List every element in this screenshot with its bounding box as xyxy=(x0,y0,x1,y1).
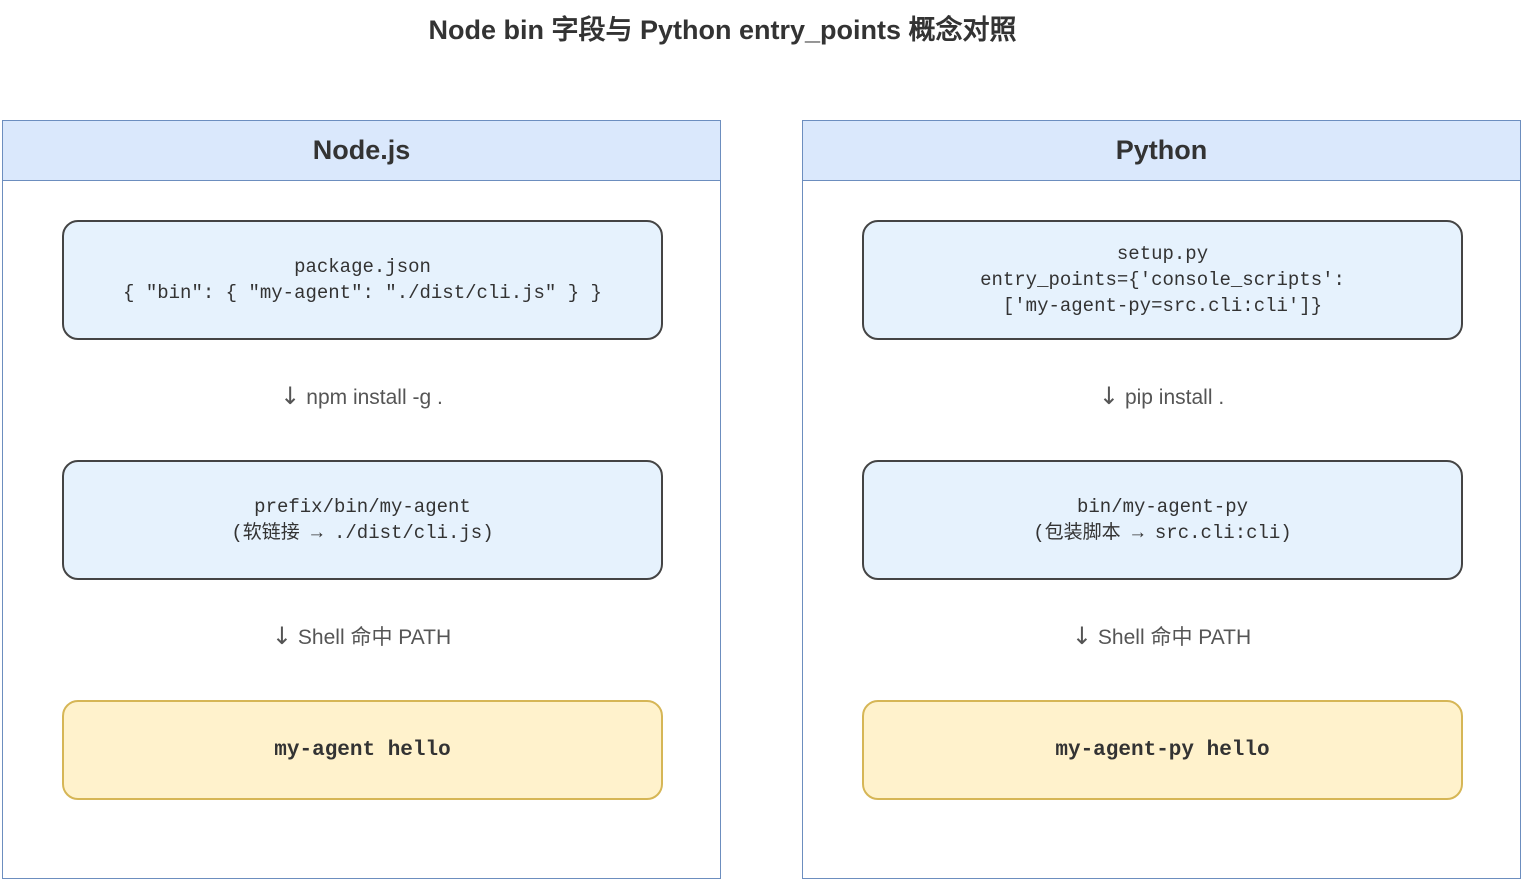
python-path-step-label: Shell 命中 PATH xyxy=(1097,626,1252,649)
python-setup-py-box: setup.py entry_points={'console_scripts'… xyxy=(862,220,1463,340)
node-command-box: my-agent hello xyxy=(62,700,663,800)
python-installed-line-1: bin/my-agent-py xyxy=(1076,496,1249,518)
python-installed-line-2: (包装脚本 → src.cli:cli) xyxy=(1033,522,1292,544)
python-path-step: ↓Shell 命中 PATH xyxy=(803,622,1520,652)
node-bin-symlink-box: prefix/bin/my-agent (软链接 → ./dist/cli.js… xyxy=(62,460,663,580)
node-panel: Node.js package.json { "bin": { "my-agen… xyxy=(2,120,721,879)
node-path-step-label: Shell 命中 PATH xyxy=(297,626,452,649)
python-config-line-2: entry_points={'console_scripts': xyxy=(980,269,1345,291)
arrow-down-icon: ↓ xyxy=(271,622,292,650)
python-panel-header: Python xyxy=(803,121,1520,181)
arrow-down-icon: ↓ xyxy=(1071,622,1092,650)
node-panel-header: Node.js xyxy=(3,121,720,181)
node-config-line-2: { "bin": { "my-agent": "./dist/cli.js" }… xyxy=(123,282,602,304)
python-install-step-label: pip install . xyxy=(1124,386,1225,409)
node-install-step-label: npm install -g . xyxy=(306,386,443,409)
node-install-step: ↓npm install -g . xyxy=(3,382,720,412)
node-path-step: ↓Shell 命中 PATH xyxy=(3,622,720,652)
python-config-line-3: ['my-agent-py=src.cli:cli']} xyxy=(1002,295,1323,317)
python-install-step: ↓pip install . xyxy=(803,382,1520,412)
python-wrapper-script-box: bin/my-agent-py (包装脚本 → src.cli:cli) xyxy=(862,460,1463,580)
python-config-line-1: setup.py xyxy=(1116,243,1209,265)
node-config-line-1: package.json xyxy=(294,256,431,278)
diagram-title: Node bin 字段与 Python entry_points 概念对照 xyxy=(428,15,1017,45)
python-command: my-agent-py hello xyxy=(1055,738,1270,762)
node-installed-line-2: (软链接 → ./dist/cli.js) xyxy=(231,522,494,544)
arrow-down-icon: ↓ xyxy=(280,382,301,410)
arrow-down-icon: ↓ xyxy=(1098,382,1119,410)
python-command-box: my-agent-py hello xyxy=(862,700,1463,800)
python-panel: Python setup.py entry_points={'console_s… xyxy=(802,120,1521,879)
node-package-json-box: package.json { "bin": { "my-agent": "./d… xyxy=(62,220,663,340)
node-installed-line-1: prefix/bin/my-agent xyxy=(254,496,471,518)
node-command: my-agent hello xyxy=(274,738,451,762)
